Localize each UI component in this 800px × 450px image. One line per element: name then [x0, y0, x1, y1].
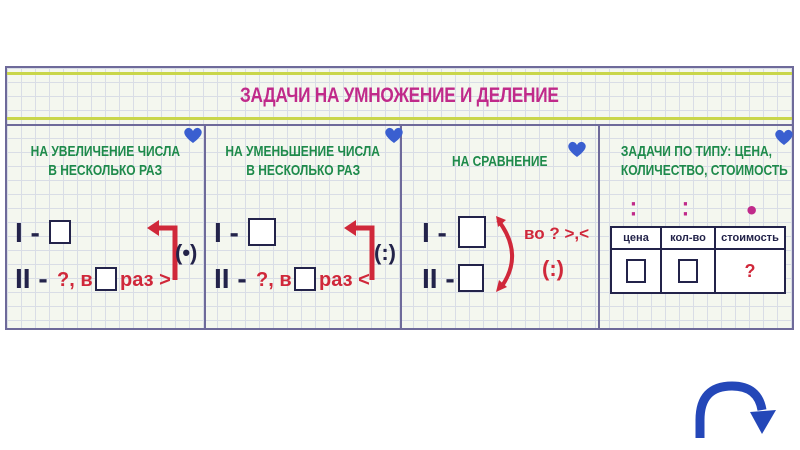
divide-sign-mark: ·· [682, 194, 689, 225]
comparison-question: во ? >,< [524, 224, 590, 243]
heart-icon [385, 127, 403, 143]
bracket-arrow-icon [344, 220, 375, 280]
empty-box [458, 216, 486, 248]
row-1-label: I - [214, 217, 239, 248]
empty-box [626, 259, 646, 283]
question-prefix: ?, в [256, 269, 292, 291]
cell-cost: ? [714, 248, 786, 294]
section-increase: НА УВЕЛИЧЕНИЕ ЧИСЛА В НЕСКОЛЬКО РАЗ I - … [7, 126, 206, 328]
section-label: НА СРАВНЕНИЕ [452, 153, 548, 170]
section-label: НА УВЕЛИЧЕНИЕ ЧИСЛА В НЕСКОЛЬКО РАЗ [30, 143, 181, 179]
heart-icon [568, 141, 586, 157]
next-arrow-icon[interactable] [694, 380, 778, 440]
question-suffix: раз > [120, 269, 171, 291]
heart-icon [184, 127, 202, 143]
row-2-label: II - [422, 263, 455, 294]
operation-sign: (•) [175, 240, 198, 265]
section-decrease: НА УМЕНЬШЕНИЕ ЧИСЛА В НЕСКОЛЬКО РАЗ I - … [206, 126, 403, 328]
question-prefix: ?, в [57, 269, 93, 291]
empty-box [294, 267, 316, 291]
bracket-arrow-icon [147, 220, 178, 280]
row-2-label: II - [15, 263, 48, 294]
title-band: ЗАДАЧИ НА УМНОЖЕНИЕ И ДЕЛЕНИЕ [7, 68, 792, 126]
row-1-label: I - [15, 217, 40, 248]
header-cost: стоимость [714, 226, 786, 250]
operation-sign: (:) [542, 256, 564, 281]
poster: ЗАДАЧИ НА УМНОЖЕНИЕ И ДЕЛЕНИЕ НА УВЕЛИЧЕ… [5, 66, 794, 330]
unknown-mark: ? [744, 260, 756, 281]
curved-arrow-icon [496, 216, 515, 292]
cell-price [610, 248, 662, 294]
question-suffix: раз < [319, 269, 370, 291]
section-label: НА УМЕНЬШЕНИЕ ЧИСЛА В НЕСКОЛЬКО РАЗ [225, 143, 381, 179]
empty-box [678, 259, 698, 283]
row-2-label: II - [214, 263, 247, 294]
divide-sign-mark: ·· [630, 194, 637, 225]
multiply-sign-mark: • [744, 197, 760, 225]
section-label: ЗАДАЧИ ПО ТИПУ: ЦЕНА, КОЛИЧЕСТВО, СТОИМО… [620, 143, 788, 179]
empty-box [95, 267, 117, 291]
heart-icon [775, 129, 793, 145]
section-price-quantity-cost: ЗАДАЧИ ПО ТИПУ: ЦЕНА, КОЛИЧЕСТВО, СТОИМО… [600, 126, 793, 328]
price-quantity-cost-table: цена кол-во стоимость ? [610, 226, 786, 294]
empty-box [458, 264, 484, 292]
poster-title: ЗАДАЧИ НА УМНОЖЕНИЕ И ДЕЛЕНИЕ [240, 84, 559, 107]
header-price: цена [610, 226, 662, 250]
cell-quantity [660, 248, 716, 294]
row-1-label: I - [422, 217, 447, 248]
header-quantity: кол-во [660, 226, 716, 250]
title-stripe-bottom [7, 117, 792, 120]
empty-box [49, 220, 71, 244]
operation-sign: (:) [374, 240, 396, 265]
section-comparison: НА СРАВНЕНИЕ I - II - во ? >,< (:) [402, 126, 600, 328]
empty-box [248, 218, 276, 246]
title-stripe-top [7, 72, 792, 75]
